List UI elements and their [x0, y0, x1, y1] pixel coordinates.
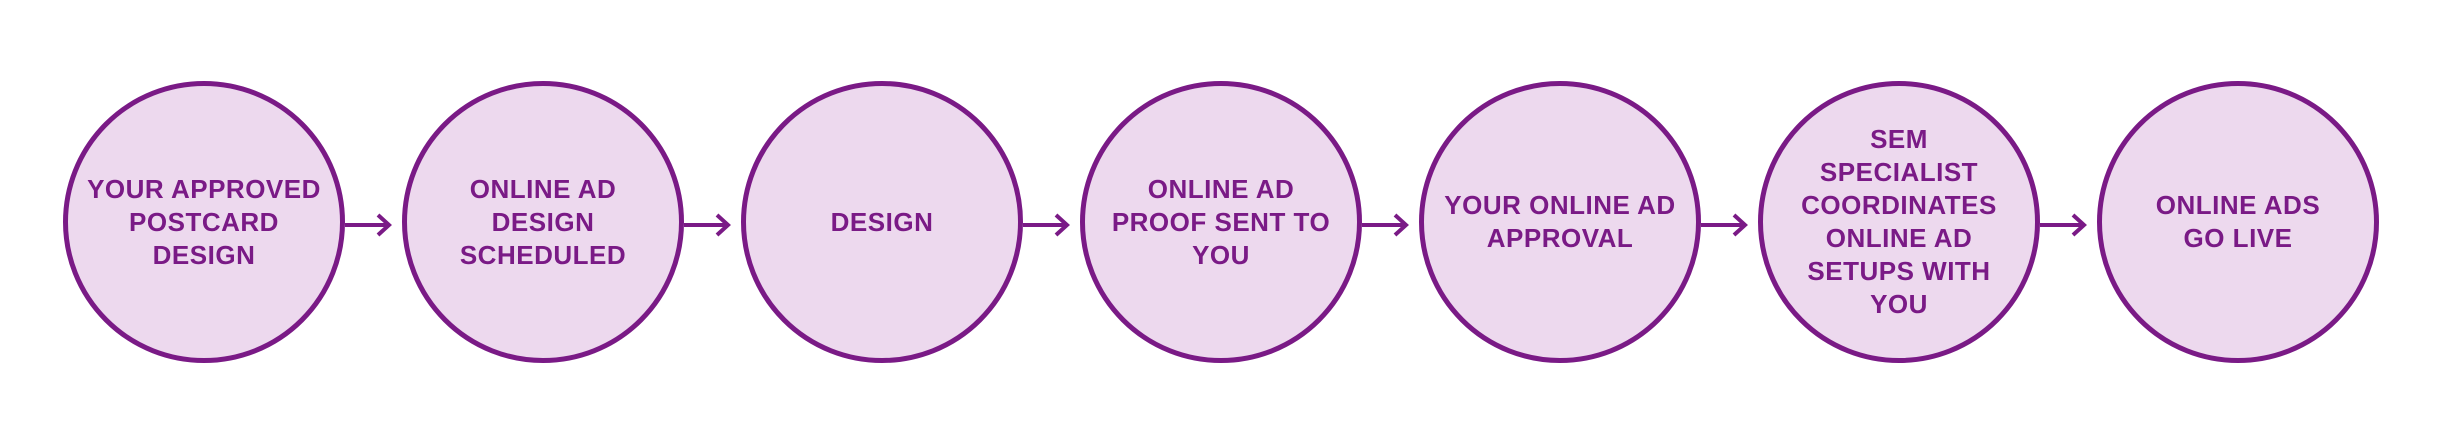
step-circle-7: ONLINE ADS GO LIVE: [2097, 81, 2379, 363]
step-label-2: ONLINE AD DESIGN SCHEDULED: [459, 173, 627, 270]
step-label-5: YOUR ONLINE AD APPROVAL: [1444, 190, 1676, 253]
step-circle-4: ONLINE AD PROOF SENT TO YOU: [1080, 81, 1362, 363]
step-label-6: SEM SPECIALIST COORDINATES ONLINE AD SET…: [1801, 124, 1997, 319]
step-label-7: ONLINE ADS GO LIVE: [2155, 190, 2321, 253]
step-label-1: YOUR APPROVED POSTCARD DESIGN: [87, 173, 321, 270]
arrow-right-icon: [2040, 212, 2088, 238]
arrow-right-icon: [345, 212, 393, 238]
arrow-right-icon: [1362, 212, 1410, 238]
step-label-4: ONLINE AD PROOF SENT TO YOU: [1111, 173, 1331, 270]
arrow-right-icon: [684, 212, 732, 238]
step-circle-1: YOUR APPROVED POSTCARD DESIGN: [63, 81, 345, 363]
step-circle-3: DESIGN: [741, 81, 1023, 363]
step-circle-2: ONLINE AD DESIGN SCHEDULED: [402, 81, 684, 363]
step-label-3: DESIGN: [830, 206, 934, 237]
step-circle-5: YOUR ONLINE AD APPROVAL: [1419, 81, 1701, 363]
arrow-right-icon: [1023, 212, 1071, 238]
arrow-right-icon: [1701, 212, 1749, 238]
step-circle-6: SEM SPECIALIST COORDINATES ONLINE AD SET…: [1758, 81, 2040, 363]
